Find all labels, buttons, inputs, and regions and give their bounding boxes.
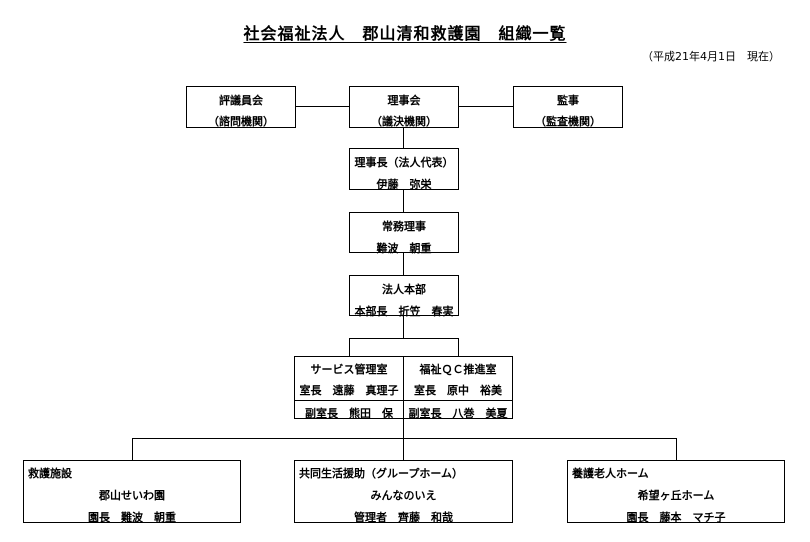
connector-offices-facilities <box>403 419 404 460</box>
auditors-box: 監事 （監査機関） <box>513 86 623 128</box>
facility-nursing-home: 養護老人ホーム 希望ヶ丘ホーム 園長 藤本 マチ子 <box>567 460 785 524</box>
facility-nursing-home-head: 園長 藤本 マチ子 <box>626 511 726 524</box>
directors-role: （議決機関） <box>371 115 437 128</box>
connector-directors-chairman <box>403 128 404 148</box>
connector-executive-hq <box>403 253 404 275</box>
hq-box: 法人本部 本部長 折笠 春実 <box>349 275 459 318</box>
directors-name: 理事会 <box>387 94 421 107</box>
facility-group-home: 共同生活援助（グループホーム） みんなのいえ 管理者 齊藤 和哉 <box>294 460 513 524</box>
facility-group-home-head: 管理者 齊藤 和哉 <box>354 511 453 524</box>
facility-nursing-home-name: 希望ヶ丘ホーム <box>637 489 715 502</box>
chairman-title: 理事長（法人代表） <box>354 156 454 169</box>
facility-relief: 救護施設 郡山せいわ園 園長 難波 朝重 <box>23 460 241 524</box>
facility-relief-name: 郡山せいわ園 <box>99 489 165 502</box>
facility-group-home-type: 共同生活援助（グループホーム） <box>299 467 464 480</box>
councillors-role: （諮問機関） <box>208 115 274 128</box>
page-title: 社会福祉法人 郡山清和救護園 組織一覧 <box>243 24 567 43</box>
connector-offices-bar <box>349 338 459 339</box>
qc-office-box: 福祉ＱＣ推進室 室長 原中 裕美 副室長 八巻 美夏 <box>403 356 513 421</box>
executive-title: 常務理事 <box>382 220 426 233</box>
executive-box: 常務理事 難波 朝重 <box>349 212 459 255</box>
hq-title: 法人本部 <box>382 283 426 296</box>
service-office-deputy: 副室長 熊田 保 <box>295 400 403 421</box>
connector-bar-service <box>349 338 350 356</box>
service-office-title: サービス管理室 <box>310 363 388 376</box>
as-of-date: （平成21年4月1日 現在） <box>642 50 780 63</box>
connector-bar-facility-1 <box>132 438 133 460</box>
connector-facilities-bar <box>132 438 677 439</box>
auditors-role: （監査機関） <box>535 115 601 128</box>
qc-office-title: 福祉ＱＣ推進室 <box>419 363 497 376</box>
qc-office-chief: 室長 原中 裕美 <box>414 384 502 397</box>
connector-councillors-directors <box>296 106 350 107</box>
facility-relief-type: 救護施設 <box>28 467 72 480</box>
councillors-box: 評議員会 （諮問機関） <box>186 86 296 128</box>
councillors-name: 評議員会 <box>219 94 263 107</box>
auditors-name: 監事 <box>557 94 579 107</box>
qc-office-deputy: 副室長 八巻 美夏 <box>404 400 512 421</box>
directors-box: 理事会 （議決機関） <box>349 86 459 128</box>
connector-chairman-executive <box>403 190 404 212</box>
facility-relief-head: 園長 難波 朝重 <box>88 511 176 524</box>
facility-group-home-name: みんなのいえ <box>370 489 437 502</box>
connector-bar-facility-3 <box>676 438 677 460</box>
service-office-chief: 室長 遠藤 真理子 <box>299 384 399 397</box>
connector-bar-qc <box>458 338 459 356</box>
connector-directors-auditors <box>458 106 514 107</box>
service-office-box: サービス管理室 室長 遠藤 真理子 副室長 熊田 保 <box>294 356 404 421</box>
facility-nursing-home-type: 養護老人ホーム <box>572 467 649 480</box>
executive-person: 難波 朝重 <box>376 242 432 255</box>
chairman-person: 伊藤 弥栄 <box>376 178 432 191</box>
connector-hq-down <box>403 316 404 338</box>
hq-person: 本部長 折笠 春実 <box>354 305 454 318</box>
chairman-box: 理事長（法人代表） 伊藤 弥栄 <box>349 148 459 191</box>
